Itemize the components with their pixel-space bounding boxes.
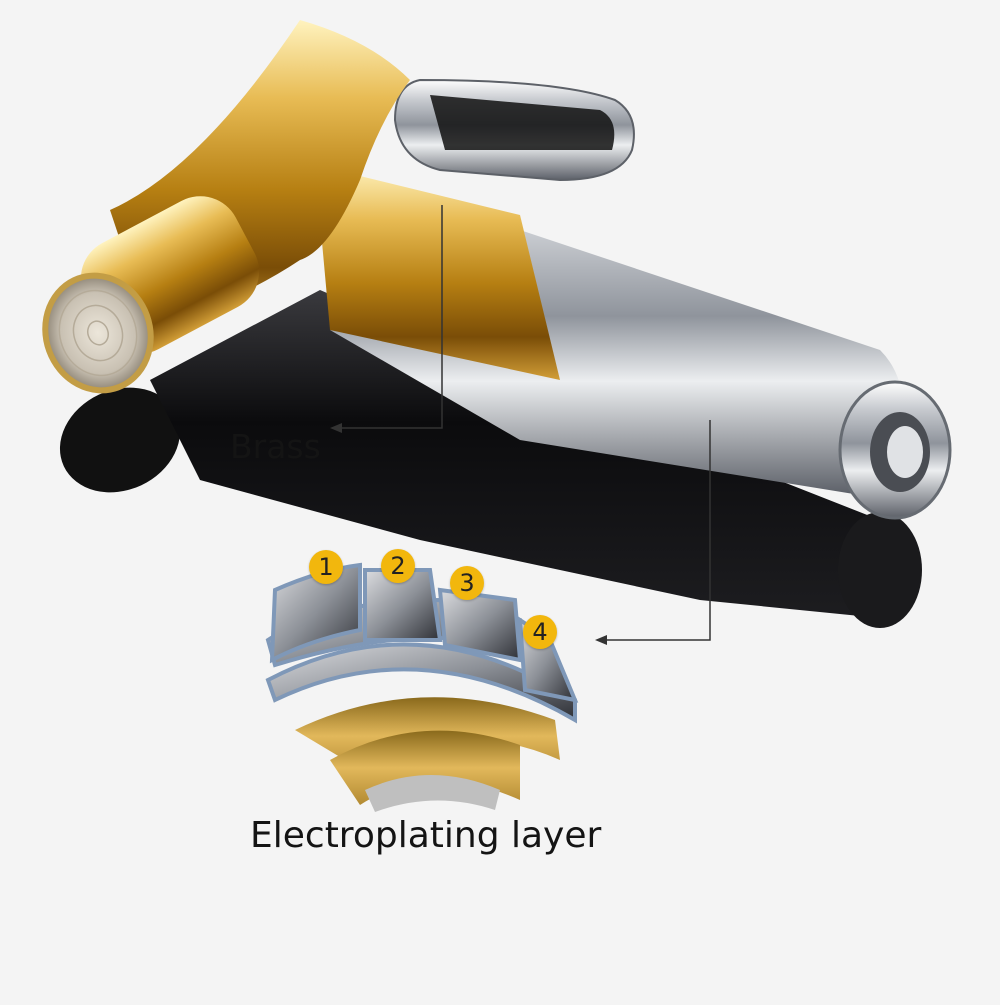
- layer-badge-2: 2: [381, 549, 415, 583]
- layer-badge-3: 3: [450, 566, 484, 600]
- layer-badge-4: 4: [523, 615, 557, 649]
- electroplating-diagram: [265, 562, 579, 812]
- electroplating-label: Electroplating layer: [250, 815, 602, 856]
- brass-label: Brass: [230, 427, 321, 466]
- reflection: [59, 290, 922, 628]
- layer-badge-1: 1: [309, 550, 343, 584]
- leader-lines: [335, 205, 711, 641]
